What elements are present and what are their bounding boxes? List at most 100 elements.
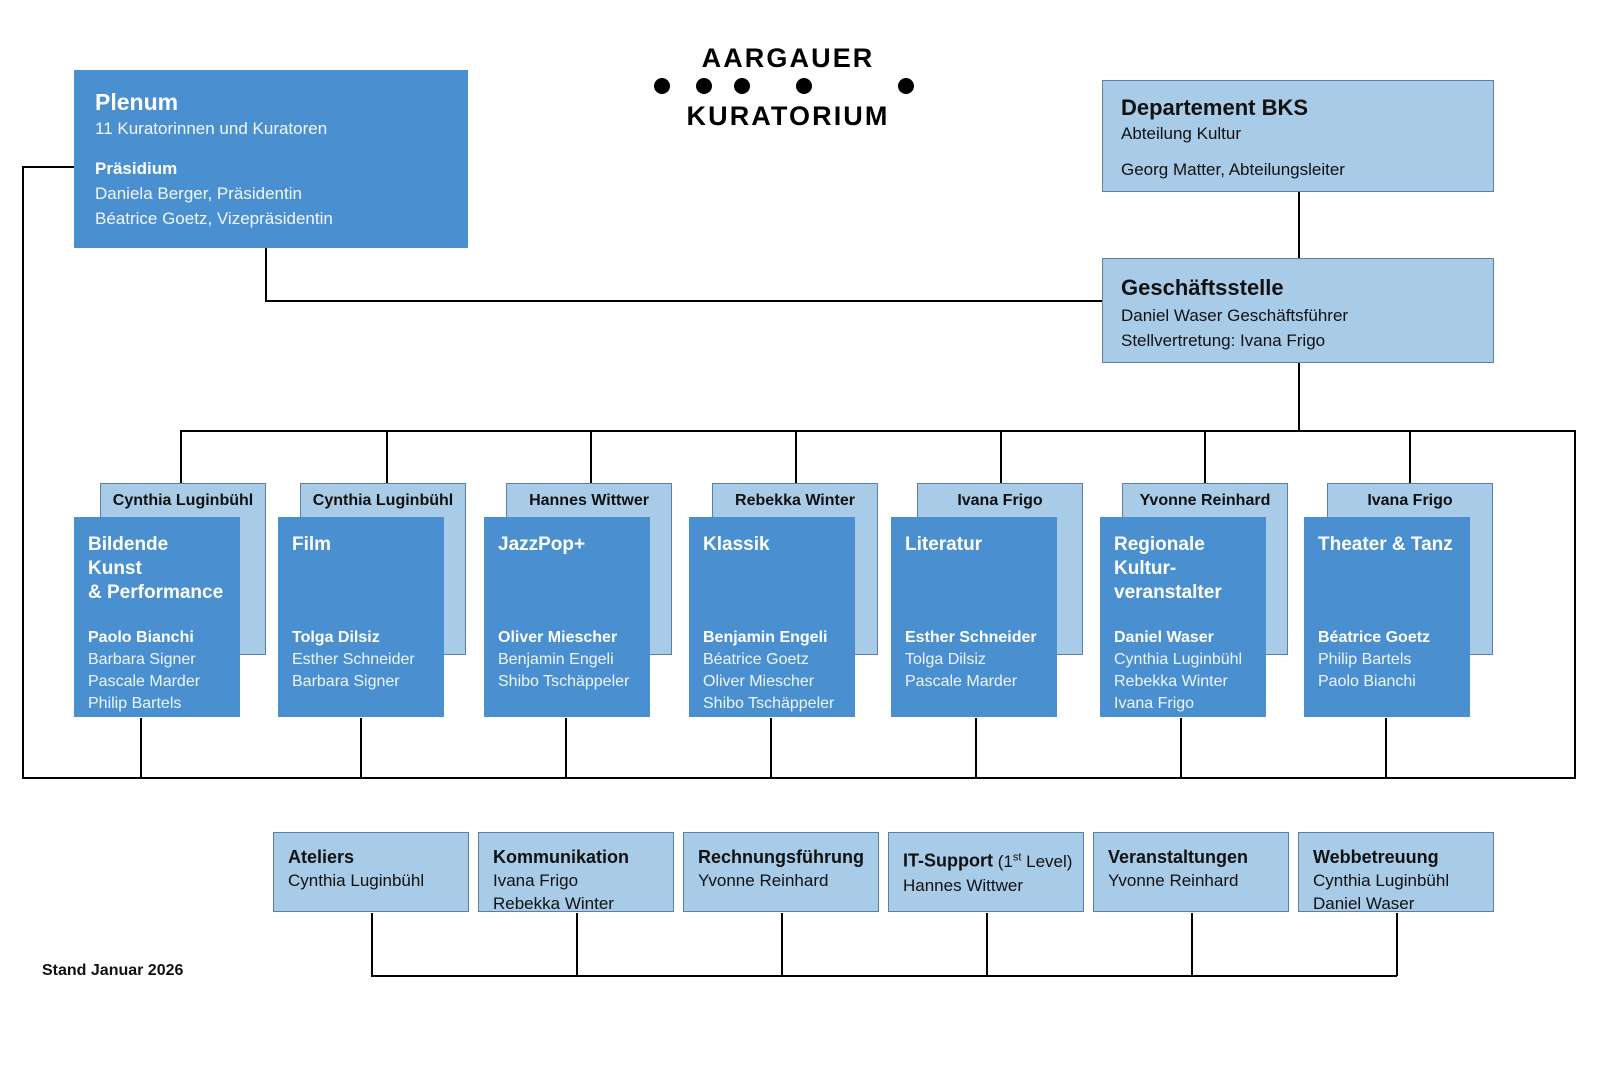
connector-plenum-left-v [22,166,24,779]
department-name-line: Kultur- [1114,558,1177,579]
service-person: Yvonne Reinhard [698,871,829,890]
service-person: Cynthia Luginbühl [1313,871,1450,890]
department-member: Pascale Marder [88,673,201,690]
department-name-line: veranstalter [1114,582,1222,603]
service-box-4[interactable]: IT-Support (1st Level)Hannes Wittwer [888,832,1084,912]
connector-dept-2-down [360,718,362,778]
department-member: Barbara Signer [88,651,196,668]
department-curator-name: Cynthia Luginbühl [112,492,254,509]
connector-dept-4-down [770,718,772,778]
plenum-title: Plenum [95,89,179,115]
connector-svc-6-down [1396,913,1398,976]
connector-dept-3-down [565,718,567,778]
service-person: Ivana Frigo [493,871,579,890]
department-name: Theater & Tanz [1318,533,1456,557]
plenum-section-title: Präsidium [95,159,178,178]
geschaeftsstelle-line-1: Daniel Waser Geschäftsführer [1121,306,1349,325]
connector-dept-7-down [1385,718,1387,778]
logo-line-2: KURATORIUM [686,101,890,131]
department-member: Benjamin Engeli [498,651,614,668]
connector-bus-dept-3 [590,430,592,483]
plenum-subtitle: 11 Kuratorinnen und Kuratoren [95,119,328,138]
logo-dot-4 [796,78,812,94]
department-member: Rebekka Winter [1114,673,1228,690]
department-lead: Paolo Bianchi [88,629,194,646]
service-name: IT-Support (1st Level) [903,845,1073,874]
department-name-line: Literatur [905,534,983,555]
logo-dot-3 [734,78,750,94]
connector-plenum-bottom-v [265,248,267,301]
service-person: Rebekka Winter [493,894,614,913]
connector-bus-dept-6 [1204,430,1206,483]
service-name-suffix: (1st Level) [992,851,1073,871]
service-name-text: Veranstaltungen [1108,847,1249,867]
department-member: Philip Bartels [1318,651,1412,668]
department-name-line: Bildende Kunst [88,534,169,579]
connector-svc-2-down [576,913,578,976]
service-person: Yvonne Reinhard [1108,871,1239,890]
department-curator-name: Ivana Frigo [957,492,1043,509]
departement-bks-box[interactable]: Departement BKS Abteilung Kultur Georg M… [1102,80,1494,192]
connector-dept-6-down [1180,718,1182,778]
department-lead: Esther Schneider [905,629,1037,646]
stand-date-label: Stand Januar 2026 [42,962,184,979]
service-name-text: Rechnungsführung [698,847,864,867]
plenum-member-2: Béatrice Goetz, Vizepräsidentin [95,209,333,228]
department-member: Philip Bartels [88,695,182,712]
department-member: Esther Schneider [292,651,415,668]
department-name: Film [292,533,430,557]
service-name-text: Ateliers [288,847,355,867]
connector-svc-1-down [371,913,373,976]
connector-svc-3-down [781,913,783,976]
department-name-line: Klassik [703,534,770,555]
department-name-line: & Performance [88,582,224,603]
department-lead: Tolga Dilsiz [292,629,380,646]
department-lead: Benjamin Engeli [703,629,828,646]
department-lead: Oliver Miescher [498,629,618,646]
department-member: Béatrice Goetz [703,651,809,668]
department-curator-name: Rebekka Winter [735,492,855,509]
service-bus-line [371,975,1397,977]
service-name-text: IT-Support [903,850,993,871]
connector-svc-4-down [986,913,988,976]
service-name: Rechnungsführung [698,845,864,869]
service-name-text: Webbetreuung [1313,847,1439,867]
department-member: Shibo Tschäppeler [498,673,630,690]
service-name: Ateliers [288,845,454,869]
department-name-line: Regionale [1114,534,1205,555]
service-name-text: Kommunikation [493,847,630,867]
plenum-box[interactable]: Plenum 11 Kuratorinnen und Kuratoren Prä… [74,70,468,248]
department-lead: Béatrice Goetz [1318,629,1431,646]
department-name: Klassik [703,533,841,557]
bks-subtitle: Abteilung Kultur [1121,124,1242,143]
bks-title: Departement BKS [1121,95,1309,120]
service-person: Daniel Waser [1313,894,1415,913]
department-member: Barbara Signer [292,673,400,690]
service-person: Hannes Wittwer [903,875,1023,895]
geschaeftsstelle-box[interactable]: Geschäftsstelle Daniel Waser Geschäftsfü… [1102,258,1494,363]
department-lower-bus-line [22,777,1576,779]
aargauer-kuratorium-logo: AARGAUER KURATORIUM [648,42,928,138]
department-name: Bildende Kunst & Performance [88,533,226,605]
geschaeftsstelle-line-2: Stellvertretung: Ivana Frigo [1121,331,1326,350]
connector-bus-dept-4 [795,430,797,483]
